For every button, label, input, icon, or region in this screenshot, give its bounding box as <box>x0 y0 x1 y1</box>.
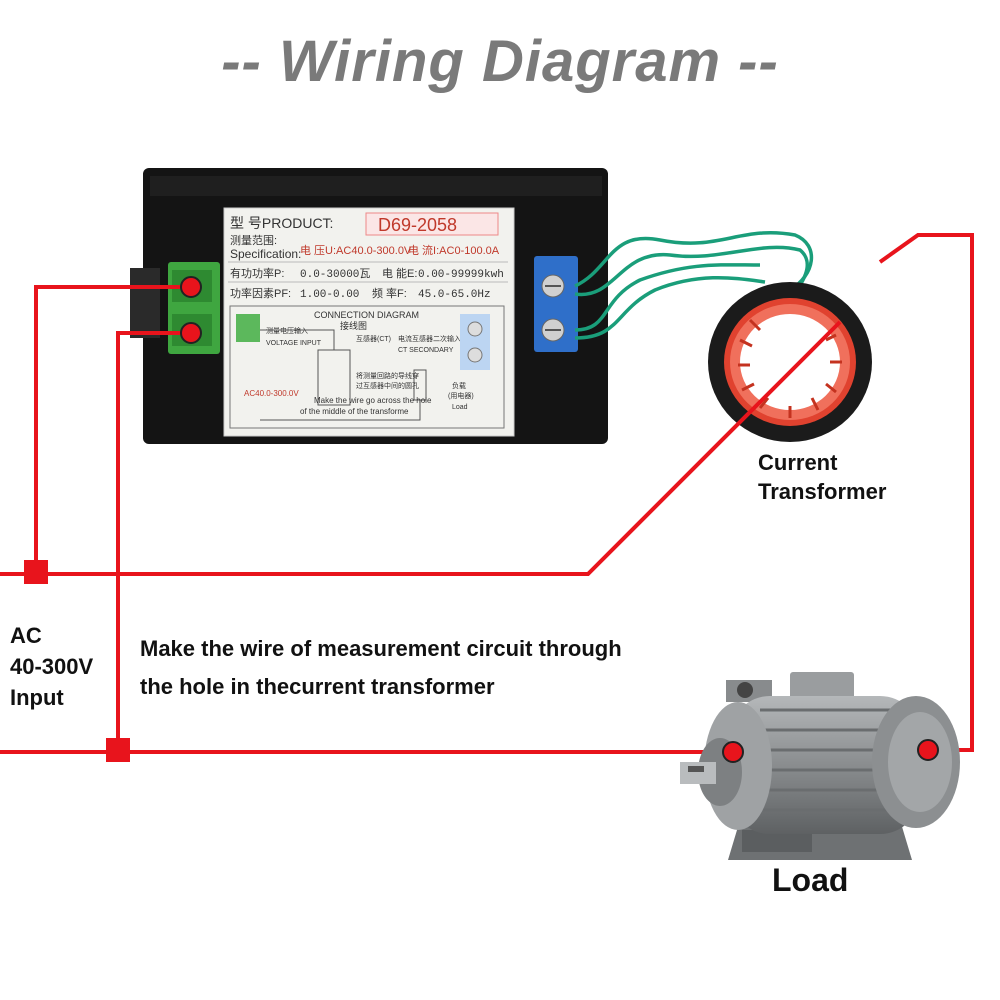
junction-node-bottom <box>106 738 130 762</box>
measurement-note-line1: Make the wire of measurement circuit thr… <box>140 636 622 661</box>
power-range: 0.0-30000瓦 <box>300 268 370 281</box>
through-en-2: of the middle of the transforme <box>300 407 409 416</box>
connection-diagram-title-cn: 接线图 <box>340 320 367 331</box>
voltage-range: 电 压U:AC40.0-300.0V <box>300 244 412 257</box>
freq-label: 频 率F: <box>372 286 407 300</box>
ct-secondary-en: CT SECONDARY <box>398 347 454 354</box>
junction-node-top <box>24 560 48 584</box>
ac-input-label-line1: AC <box>10 623 42 648</box>
energy-label: 电 能E: <box>382 266 417 280</box>
spec-en: Specification: <box>230 247 301 261</box>
ac-range-small: AC40.0-300.0V <box>244 389 299 398</box>
voltage-input-en: VOLTAGE INPUT <box>266 340 322 347</box>
load-cn-1: 负载 <box>452 381 466 390</box>
through-cn-2: 过互感器中间的圆孔 <box>356 381 419 390</box>
through-en-1: Make the wire go across the hole <box>314 396 432 405</box>
model-number: D69-2058 <box>378 215 457 235</box>
ct-secondary-cn: 电流互感器二次输入 <box>398 334 461 343</box>
page-title: -- Wiring Diagram -- <box>221 29 779 94</box>
voltage-terminal-1[interactable] <box>180 276 202 298</box>
voltage-terminal-2[interactable] <box>180 322 202 344</box>
ct-label-cn: 互感器(CT) <box>356 334 391 343</box>
motor-terminal-right[interactable] <box>917 739 939 761</box>
spec-cn: 测量范围: <box>230 233 277 247</box>
current-transformer-label-line1: Current <box>758 450 838 475</box>
freq-range: 45.0-65.0Hz <box>418 289 491 301</box>
motor-terminal-left[interactable] <box>722 741 744 763</box>
current-transformer-label-line2: Transformer <box>758 479 887 504</box>
ct-secondary-wires <box>574 230 813 340</box>
load-label: Load <box>772 862 849 898</box>
current-transformer <box>708 282 872 442</box>
product-label: 型 号PRODUCT: <box>230 215 333 231</box>
measurement-note-line2: the hole in thecurrent transformer <box>140 674 495 699</box>
energy-range: 0.00-99999kwh <box>418 269 504 281</box>
panel-meter: 型 号PRODUCT: D69-2058 测量范围: Specification… <box>130 168 608 444</box>
current-range: 电 流I:AC0-100.0A <box>408 243 500 257</box>
pf-label: 功率因素PF: <box>230 286 291 300</box>
motor-load <box>680 672 960 860</box>
measurement-note: Make the wire of measurement circuit thr… <box>140 630 622 706</box>
ac-input-label-line2: 40-300V <box>10 654 94 679</box>
connection-diagram-title: CONNECTION DIAGRAM <box>314 310 419 320</box>
power-label: 有功功率P: <box>230 266 284 280</box>
through-cn-1: 将测量回路的导线穿 <box>356 371 419 380</box>
ac-input-label: AC 40-300V Input <box>10 620 93 713</box>
load-en: Load <box>452 404 468 411</box>
load-cn-2: (用电器) <box>448 391 474 400</box>
ac-input-label-line3: Input <box>10 685 64 710</box>
pf-range: 1.00-0.00 <box>300 289 359 301</box>
current-transformer-label: Current Transformer <box>758 448 886 506</box>
ct-terminal-block[interactable] <box>534 256 578 352</box>
